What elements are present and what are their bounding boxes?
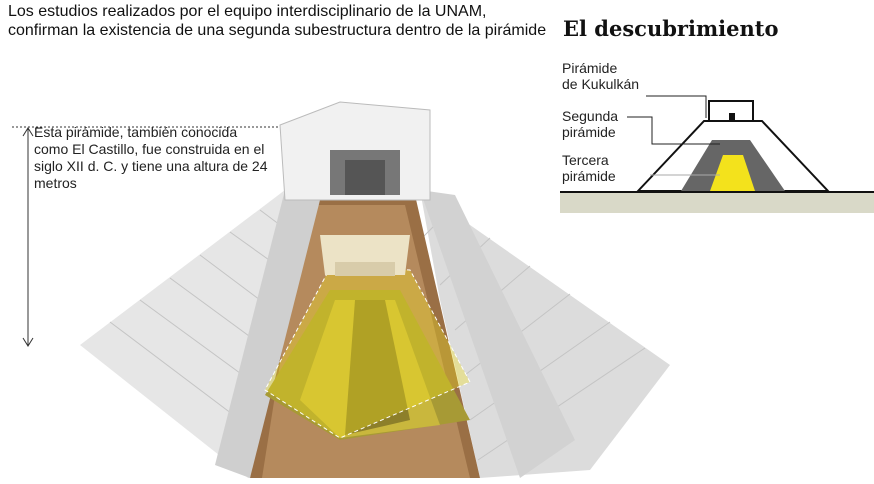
label-line: pirámide [562,168,616,184]
arrow-heads [22,127,34,347]
height-note: Esta pirámide, también conocida como El … [34,124,268,191]
label-third-pyramid: Tercera pirámide [562,152,616,184]
label-second-pyramid: Segunda pirámide [562,108,618,140]
label-line: Tercera [562,152,609,168]
label-line: Pirámide [562,60,618,76]
intro-text: Los estudios realizados por el equipo in… [8,3,547,39]
inset-title: El descubrimiento [563,16,779,41]
inset-diagram [560,95,874,213]
label-first-pyramid: Pirámide de Kukulkán [562,60,639,92]
label-line: Segunda [562,108,619,124]
third-pyramid-shape [710,155,755,191]
right-stairway [420,190,575,478]
label-line: pirámide [562,124,616,140]
left-stairway [215,190,320,478]
label-line: de Kukulkán [562,76,640,92]
